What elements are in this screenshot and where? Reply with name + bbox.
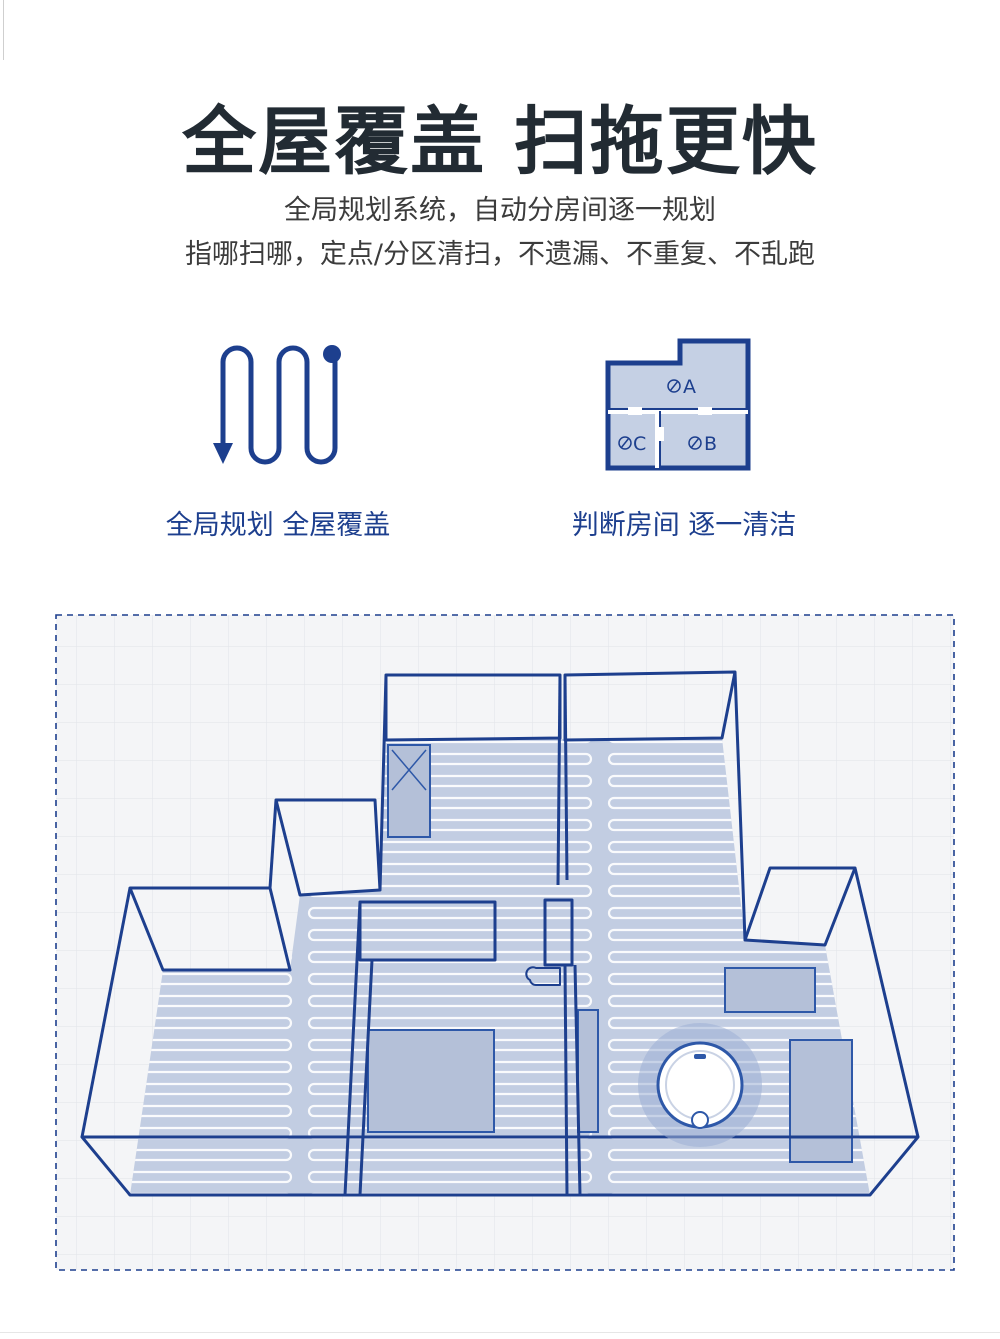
subtitle-line-1: 全局规划系统，自动分房间逐一规划	[284, 195, 716, 226]
subtitle-line-2: 指哪扫哪，定点/分区清扫，不遗漏、不重复、不乱跑	[184, 239, 816, 270]
svg-text:A: A	[683, 376, 696, 398]
room-division-icon: A C B	[605, 338, 751, 471]
feature-caption-global: 全局规划 全屋覆盖	[165, 510, 391, 541]
room-label-b: B	[688, 433, 717, 455]
feature-caption-rooms: 判断房间 逐一清洁	[571, 510, 797, 541]
furniture	[367, 744, 853, 1163]
svg-text:C: C	[633, 433, 646, 455]
robot-vacuum-icon	[638, 1023, 762, 1147]
serpentine-path-icon	[213, 345, 341, 465]
svg-text:B: B	[704, 433, 717, 455]
floor-plan-illustration	[55, 614, 955, 1271]
edge-line	[3, 0, 4, 60]
walls	[80, 670, 920, 1197]
bottom-divider	[0, 1332, 1000, 1333]
room-label-a: A	[667, 376, 696, 398]
map-frame	[55, 614, 955, 1271]
page-title: 全屋覆盖 扫拖更快	[182, 99, 818, 185]
room-label-c: C	[618, 433, 646, 455]
